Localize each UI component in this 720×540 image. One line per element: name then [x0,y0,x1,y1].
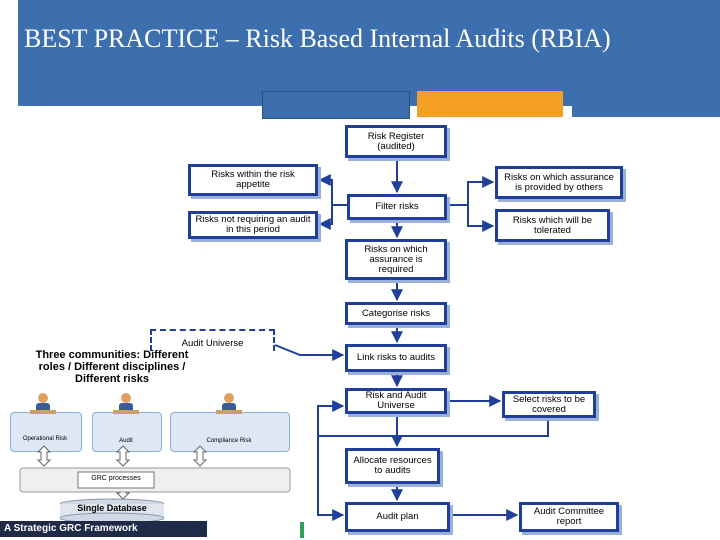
audit-plan-box: Audit plan [345,502,450,532]
audit-universe-box: Audit Universe [150,329,275,351]
categorise-risks-box: Categorise risks [345,302,447,325]
audit-person-icon [113,393,139,414]
header-bar-orange [417,91,563,117]
audit-label: Audit [119,438,133,444]
operational-risk-panel [10,412,82,452]
risk-audit-universe-box: Risk and Audit Universe [345,388,447,414]
grc-icons [19,393,291,524]
compliance-risk-label: Compliance Risk [206,438,252,444]
operational-risk-person-icon [30,393,56,414]
grc-framework-graphic: Operational Risk Audit Compliance Risk G… [0,386,300,540]
select-risks-box: Select risks to be covered [502,391,596,418]
risks-not-requiring-audit-box: Risks not requiring an audit in this per… [188,211,318,239]
risks-assurance-others-box: Risks on which assurance is provided by … [495,166,623,199]
risks-tolerated-box: Risks which will be tolerated [495,209,610,242]
green-accent-marker [300,522,304,538]
three-communities-text: Three communities: Different roles / Dif… [35,349,189,385]
header-bar-blue [262,91,410,119]
risk-register-box: Risk Register (audited) [345,125,447,158]
audit-panel [92,412,162,452]
compliance-person-icon [216,393,242,414]
operational-risk-label: Operational Risk [22,436,68,442]
audit-committee-report-box: Audit Committee report [519,502,619,532]
grc-processes-label: GRC processes [91,475,141,482]
link-risks-box: Link risks to audits [345,344,447,372]
filter-risks-box: Filter risks [347,194,447,220]
risks-assurance-required-box: Risks on which assurance is required [345,239,447,280]
grc-framework-tag: A Strategic GRC Framework [0,521,207,537]
allocate-resources-box: Allocate resources to audits [345,448,440,484]
header-bar-blue-right [572,91,720,117]
single-database-label: Single Database [77,503,147,513]
slide-header: BEST PRACTICE – Risk Based Internal Audi… [18,0,720,106]
risks-within-appetite-box: Risks within the risk appetite [188,164,318,196]
compliance-risk-panel [170,412,290,452]
slide-title: BEST PRACTICE – Risk Based Internal Audi… [24,24,611,53]
